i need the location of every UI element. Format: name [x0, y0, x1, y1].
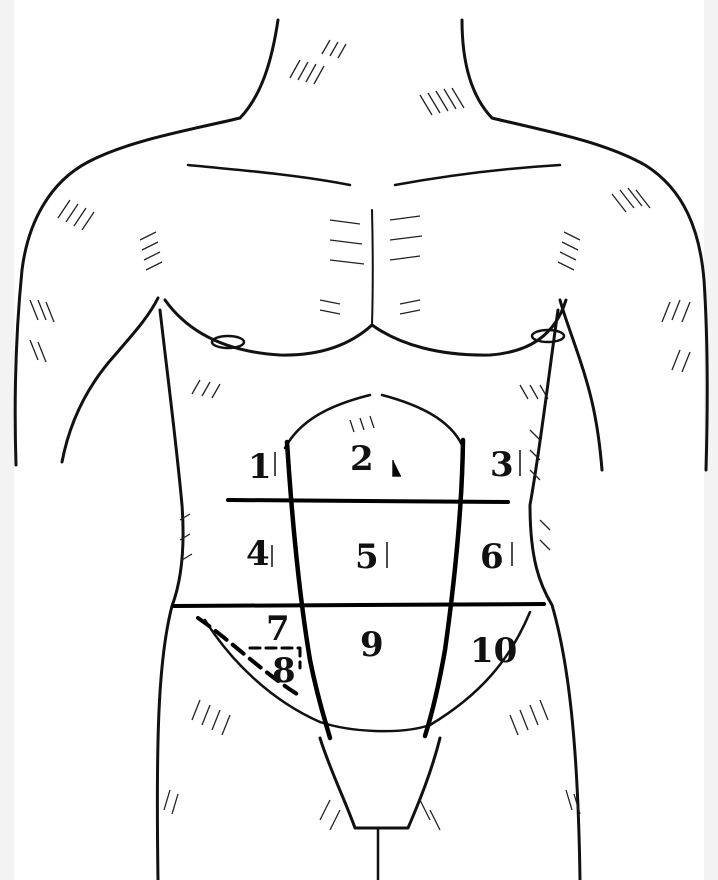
region-label-7: 7 [266, 609, 290, 649]
region-label-9: 9 [360, 625, 384, 665]
region-label-8: 8 [272, 651, 296, 691]
region-label-3: 3 [490, 445, 514, 485]
sternum-line [372, 210, 373, 325]
region-label-4: 4 [246, 534, 270, 574]
region-label-5: 5 [355, 537, 379, 577]
lower-horizontal-line [174, 604, 544, 606]
region-label-2: 2 [350, 439, 374, 479]
region-label-6: 6 [480, 537, 504, 577]
region-label-1: 1 [248, 447, 272, 487]
upper-horizontal-line [228, 500, 508, 502]
region-label-10: 10 [470, 631, 517, 671]
